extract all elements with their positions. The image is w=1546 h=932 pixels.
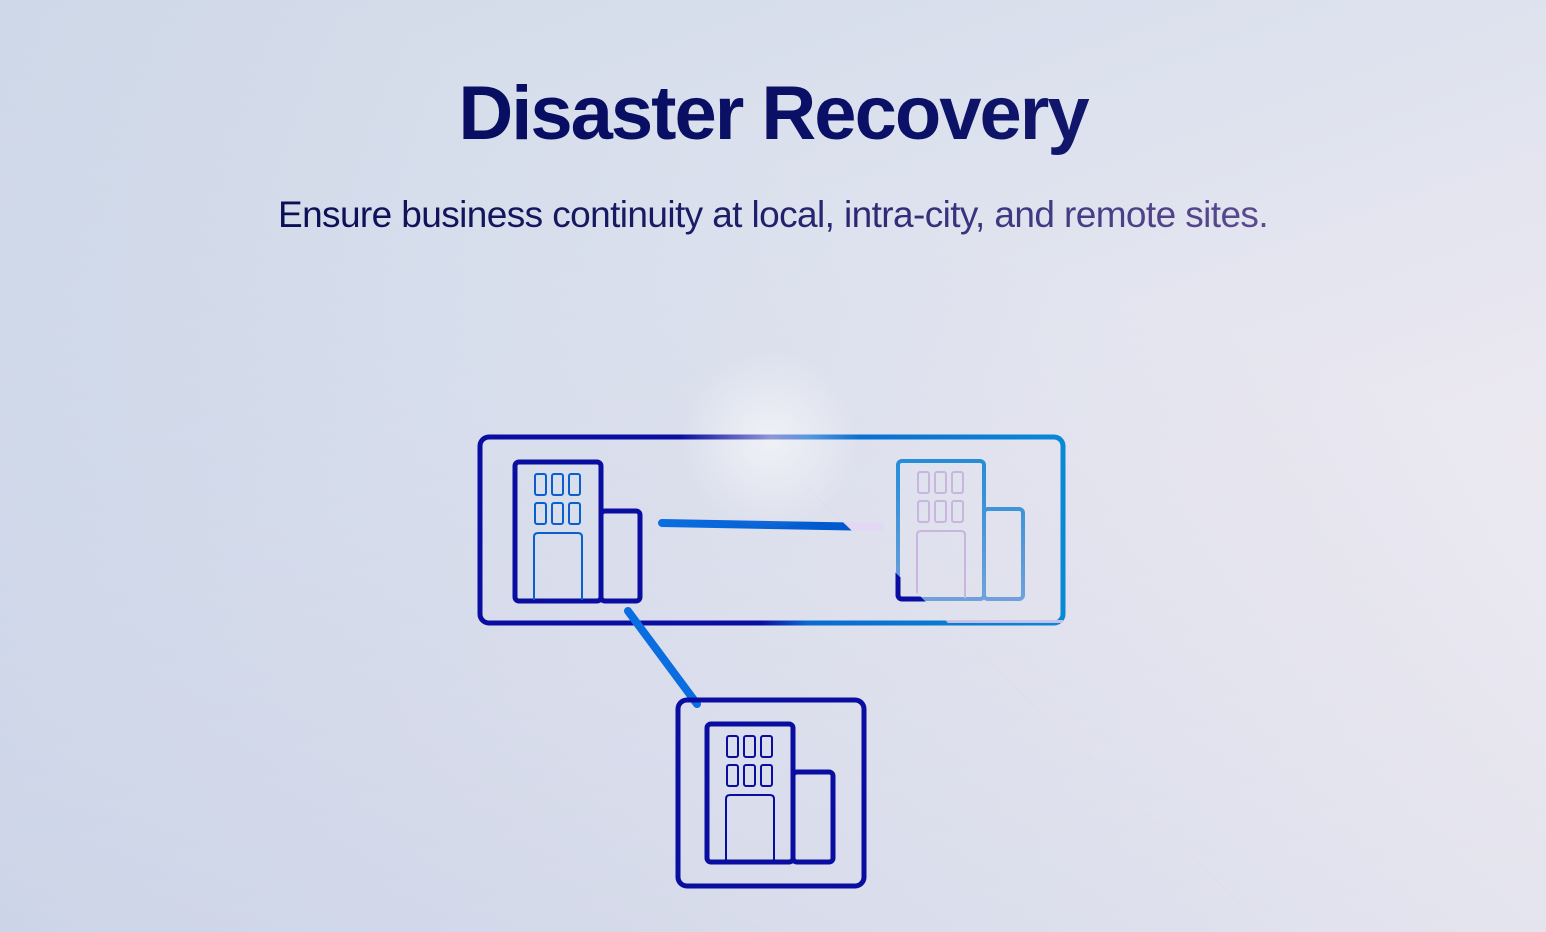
building-icon xyxy=(896,459,1025,601)
remote-site-container xyxy=(675,697,867,889)
building-icon xyxy=(704,721,836,865)
remote-site xyxy=(675,697,867,889)
diagram-base-layer xyxy=(477,434,1270,932)
building-icon xyxy=(512,459,643,604)
intra-city-site xyxy=(896,459,1025,601)
wipe-glow xyxy=(680,350,860,530)
connector-local-remote xyxy=(624,607,701,708)
wipe-triangle xyxy=(770,452,1270,932)
page-subtitle: Ensure business continuity at local, int… xyxy=(0,193,1546,237)
page-title: Disaster Recovery xyxy=(0,72,1546,156)
local-site xyxy=(512,459,643,604)
subtitle-text: Ensure business continuity at local, int… xyxy=(277,194,1269,235)
